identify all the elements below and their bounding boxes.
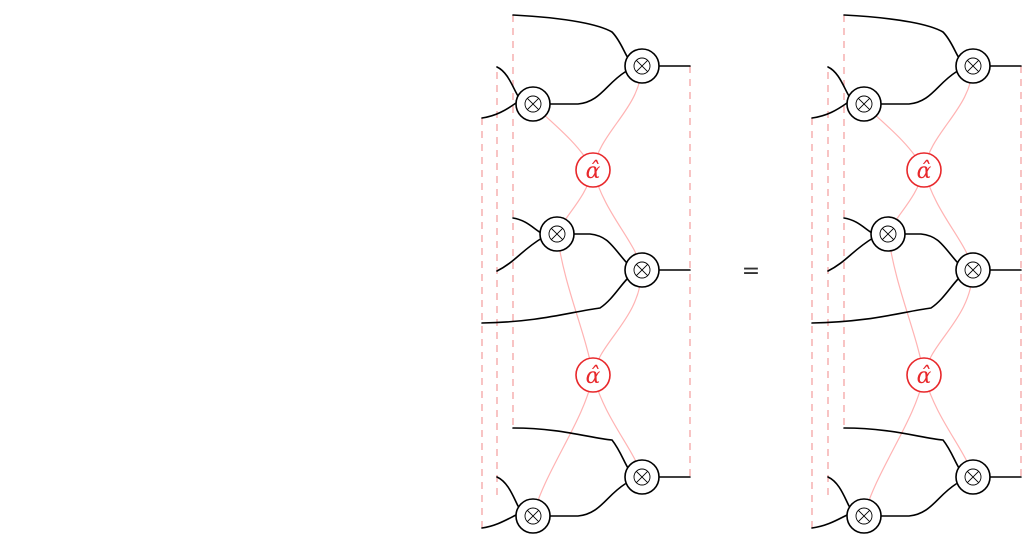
- alpha-label: α̂: [917, 159, 932, 184]
- circled-times-icon: [539, 216, 575, 252]
- wire: [904, 233, 958, 263]
- alpha-label: α̂: [586, 159, 601, 184]
- circled-times-icon: [624, 48, 660, 84]
- wire: [843, 14, 960, 59]
- wire: [573, 233, 627, 263]
- wire: [811, 514, 848, 529]
- wire: [880, 483, 957, 517]
- wire: [481, 514, 517, 529]
- wire: [843, 217, 873, 234]
- circled-times-icon: [624, 459, 660, 495]
- wire: [827, 66, 850, 97]
- connector-line: [532, 374, 594, 517]
- wire: [843, 427, 960, 469]
- circled-times-icon: [624, 252, 660, 288]
- equals-sign: =: [742, 259, 760, 284]
- wire: [879, 71, 957, 105]
- alpha-hat-icon: α̂: [575, 357, 611, 393]
- connector-line: [887, 233, 925, 376]
- wire: [827, 476, 850, 507]
- wire: [496, 66, 519, 97]
- circled-times-icon: [955, 252, 991, 288]
- circled-times-icon: [515, 86, 551, 122]
- alpha-label: α̂: [917, 364, 932, 389]
- wire: [811, 277, 960, 324]
- wire: [512, 14, 629, 59]
- circled-times-icon: [846, 86, 882, 122]
- circled-times-icon: [846, 498, 882, 534]
- alpha-hat-icon: α̂: [906, 357, 942, 393]
- wire: [827, 237, 874, 272]
- alpha-hat-icon: α̂: [906, 152, 942, 188]
- wire: [549, 483, 626, 517]
- circled-times-icon: [955, 48, 991, 84]
- wire: [811, 102, 848, 119]
- wire: [481, 102, 517, 119]
- wire: [481, 277, 629, 324]
- left-hand-diagram: α̂ α̂: [481, 14, 691, 534]
- wire: [512, 427, 629, 469]
- right-hand-diagram: α̂ α̂: [811, 14, 1022, 534]
- connector-line: [556, 233, 594, 376]
- connector-line: [863, 374, 925, 517]
- wire: [512, 217, 542, 234]
- alpha-label: α̂: [586, 364, 601, 389]
- wire: [496, 237, 543, 272]
- circled-times-icon: [870, 216, 906, 252]
- alpha-hat-icon: α̂: [575, 152, 611, 188]
- circled-times-icon: [515, 498, 551, 534]
- wire: [496, 476, 519, 507]
- wire: [548, 71, 626, 105]
- circled-times-icon: [955, 459, 991, 495]
